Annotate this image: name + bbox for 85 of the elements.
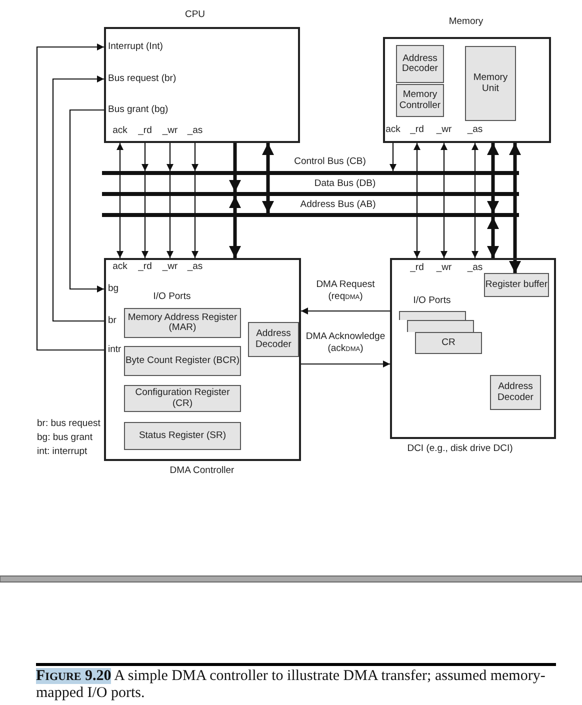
legend-note: bg: bus grant <box>37 432 92 443</box>
pin-label: _as <box>467 262 483 274</box>
pin-label: _wr <box>436 124 452 136</box>
bus-arrow <box>229 196 241 258</box>
pin-label: ack <box>112 126 128 136</box>
empty-register-box <box>407 320 474 332</box>
pin-label: _as <box>187 126 203 136</box>
box-label: Memory Controller <box>398 90 442 111</box>
signal-arrow <box>414 175 420 258</box>
box-label: Configuration Register (CR) <box>134 388 231 409</box>
signal-arrow <box>142 175 148 258</box>
bus-label: Data Bus (DB) <box>314 178 376 190</box>
pin-label: _wr <box>162 126 178 136</box>
box-label: Address Decoder <box>401 54 439 74</box>
register-box <box>124 308 241 338</box>
block-title: CPU <box>184 10 206 20</box>
empty-register-box <box>399 311 466 320</box>
block-title: DCI (e.g., disk drive DCI) <box>407 444 513 454</box>
register-box <box>248 322 299 357</box>
signal-label: bg <box>108 284 119 294</box>
legend-note: br: bus request <box>37 418 100 429</box>
box-label: CR <box>442 338 456 348</box>
register-box <box>124 346 241 376</box>
signal-arrow <box>440 143 448 171</box>
bus-arrow <box>509 196 521 273</box>
pin-label: _rd <box>410 262 424 274</box>
register-box <box>484 273 549 297</box>
signal-arrow <box>166 175 174 258</box>
register-box <box>490 375 541 410</box>
bus-arrow <box>487 217 499 258</box>
section-label: I/O Ports <box>413 296 451 306</box>
signal-arrow <box>301 308 390 314</box>
signal-arrow <box>36 44 104 351</box>
signal-arrow <box>472 143 478 171</box>
pin-label: ack <box>112 262 128 272</box>
block-title: DMA Controller <box>170 466 234 476</box>
legend-note: int: interrupt <box>37 446 88 457</box>
bus-arrow <box>487 143 499 213</box>
pin-label: _rd <box>138 262 152 272</box>
box-label: Byte Count Register (BCR) <box>125 356 240 366</box>
pin-label: ack <box>386 124 400 136</box>
bus-label: Control Bus (CB) <box>294 156 366 168</box>
section-label: I/O Ports <box>153 292 191 302</box>
figure-caption: Figure 9.20 A simple DMA controller to illustrate DMA transfer; assumed memory-mapped I/O ports. <box>36 668 546 702</box>
signal-arrow <box>472 175 478 258</box>
register-box <box>124 422 241 450</box>
signal-arrow <box>414 143 420 171</box>
box-label: Memory Address Register (MAR) <box>126 312 238 334</box>
bus-arrow <box>262 143 274 213</box>
register-box <box>396 84 444 117</box>
register-box <box>396 45 444 83</box>
signal-arrow <box>142 143 148 171</box>
block-title: Memory <box>448 16 484 28</box>
signal-arrow <box>192 175 198 258</box>
bus-arrow <box>509 143 521 192</box>
signal-arrow <box>192 143 198 171</box>
register-box <box>465 46 516 121</box>
pin-label: _wr <box>436 262 452 274</box>
pin-label: _as <box>187 262 203 272</box>
register-box <box>124 385 241 412</box>
signal-arrow <box>166 143 174 171</box>
signal-arrow <box>69 109 104 292</box>
signal-label: br <box>108 316 116 326</box>
signal-label: intr <box>108 344 122 356</box>
register-box <box>415 332 482 354</box>
box-label: Register buffer <box>485 280 548 290</box>
signal-arrow <box>52 76 104 322</box>
pin-label: _wr <box>162 262 178 272</box>
pin-label: _rd <box>410 124 424 136</box>
box-label: Status Register (SR) <box>138 430 226 442</box>
bus-arrow <box>229 143 241 192</box>
signal-label: Bus request (br) <box>108 74 176 84</box>
signal-arrow <box>301 360 390 368</box>
signal-label: Bus grant (bg) <box>108 104 168 116</box>
box-label: Address Decoder <box>254 329 292 350</box>
signal-label: Interrupt (Int) <box>108 42 163 52</box>
signal-arrow <box>440 175 448 258</box>
signal-arrow <box>390 143 396 171</box>
box-label: Address Decoder <box>496 382 534 403</box>
box-label: Memory Unit <box>472 73 509 94</box>
signal-arrow <box>116 175 124 258</box>
pin-label: _rd <box>138 126 152 136</box>
bus-label: Address Bus (AB) <box>300 200 376 210</box>
signal-arrow <box>116 143 124 171</box>
pin-label: _as <box>467 124 483 136</box>
